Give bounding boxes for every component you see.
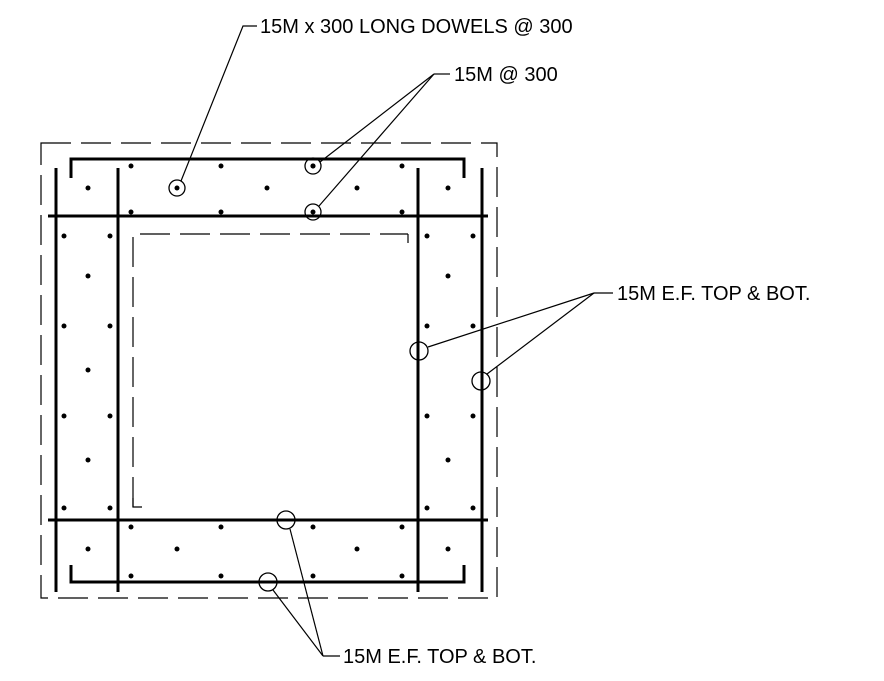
rebar-dot [399, 524, 405, 530]
top-bar-callout-circle-2 [304, 203, 322, 221]
top-bar-callout-dot-2 [310, 209, 316, 215]
rebar-dot [174, 546, 180, 552]
side-bar-callout-circle-2 [471, 371, 491, 391]
rebar-dot [107, 505, 113, 511]
side-bar-leader-1 [427, 292, 595, 348]
side-bars-label: 15M E.F. TOP & BOT. [617, 283, 810, 305]
rebar-dot [424, 505, 430, 511]
dowel-callout-dot [174, 185, 180, 191]
rebar-dot [264, 185, 270, 191]
rebar-dot [470, 505, 476, 511]
rebar-dot [107, 413, 113, 419]
bottom-u-bar [69, 565, 466, 584]
rebar-dot [61, 413, 67, 419]
rebar-dot [470, 413, 476, 419]
rebar-dot [85, 457, 91, 463]
rebar-dot [310, 524, 316, 530]
rebar-dot [107, 323, 113, 329]
rebar-dot [85, 185, 91, 191]
rebar-dot [85, 273, 91, 279]
bottom-bar-callout-circle-2 [258, 572, 278, 592]
rebar-dot [128, 209, 134, 215]
outer-dashed-outline [40, 142, 498, 599]
rebar-dot [128, 573, 134, 579]
side-bar-leader-2 [486, 292, 595, 375]
rebar-dot [61, 323, 67, 329]
rebar-dot [399, 573, 405, 579]
inner-opening-corners [132, 234, 409, 508]
rebar-dot [424, 323, 430, 329]
rebar-dot [470, 323, 476, 329]
rebar-dot [61, 233, 67, 239]
rebar-dot [399, 209, 405, 215]
rebar-dot [61, 505, 67, 511]
rebar-dot [424, 413, 430, 419]
rebar-dot [470, 233, 476, 239]
top-bar-leader-1 [319, 73, 435, 163]
rebar-dot [218, 163, 224, 169]
dowels-label: 15M x 300 LONG DOWELS @ 300 [260, 16, 573, 38]
rebar-dot [107, 233, 113, 239]
rebar-dot [445, 273, 451, 279]
rebar-dot [445, 185, 451, 191]
bottom-bars-label: 15M E.F. TOP & BOT. [343, 646, 536, 668]
rebar-dot [128, 163, 134, 169]
top-u-bar [69, 157, 466, 178]
rebar-dots [61, 163, 476, 579]
rebar-dot [218, 209, 224, 215]
bottom-bar-leader-2 [272, 589, 324, 657]
rebar-dot [310, 573, 316, 579]
rebar-dot [445, 546, 451, 552]
rebar-dot [128, 524, 134, 530]
side-bar-callout-circle-1 [409, 341, 429, 361]
top-bars-label: 15M @ 300 [454, 64, 558, 86]
bottom-bar-callout-circle-1 [276, 510, 296, 530]
inner-dashed-opening [132, 233, 408, 507]
rebar-dot [85, 546, 91, 552]
top-bar-leader-2 [318, 73, 435, 207]
rebar-dot [218, 573, 224, 579]
rebar-dot [218, 524, 224, 530]
rebar-dot [399, 163, 405, 169]
rebar-dot [445, 457, 451, 463]
rebar-dot [354, 185, 360, 191]
rebar-dot [424, 233, 430, 239]
top-bar-callout-circle-1 [304, 157, 322, 175]
rebar-dot [354, 546, 360, 552]
rebar-dot [85, 367, 91, 373]
dowel-leader-line [180, 25, 257, 182]
bottom-bar-leader-1 [289, 528, 324, 657]
top-bar-callout-dot-1 [310, 163, 316, 169]
dowel-callout-circle [168, 179, 186, 197]
